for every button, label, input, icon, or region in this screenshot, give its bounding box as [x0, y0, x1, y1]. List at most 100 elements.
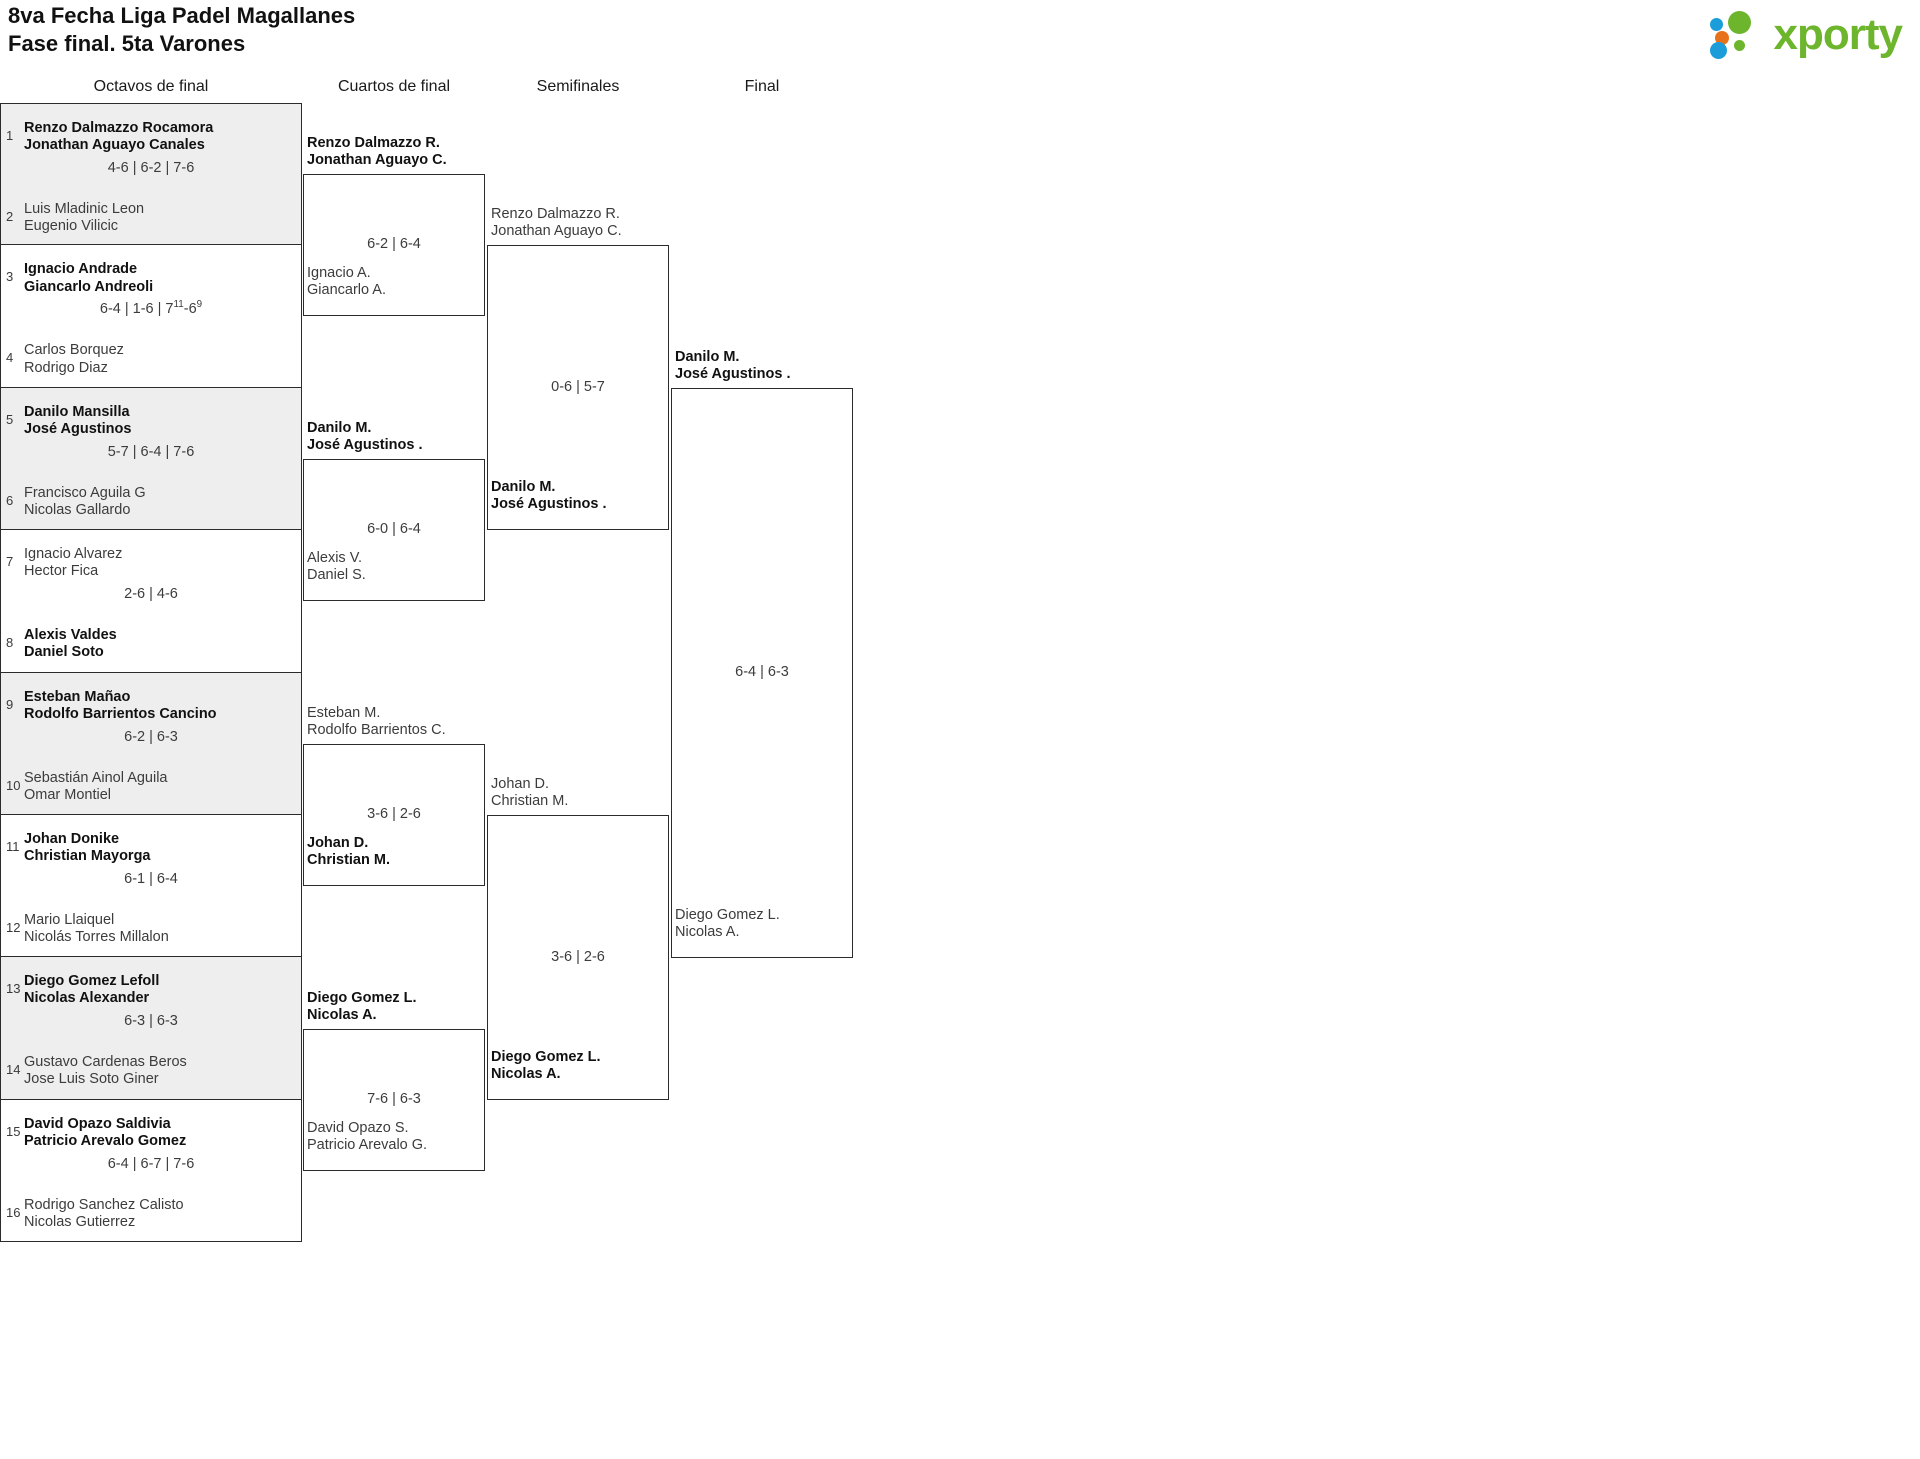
tournament-phase: Fase final. 5ta Varones	[8, 31, 246, 57]
match-score: 3-6 | 2-6	[367, 806, 421, 822]
xporty-logo: xporty	[1709, 6, 1903, 64]
round-header-cuartos: Cuartos de final	[337, 78, 451, 95]
seed-number: 1	[6, 128, 14, 143]
team-top: Danilo M.José Agustinos .	[307, 420, 422, 455]
team-top: Diego Gomez L.Nicolas A.	[307, 990, 417, 1025]
player-name: Hector Fica	[24, 563, 99, 580]
player-name: Danilo M.	[675, 349, 740, 365]
player-name: Nicolas Gutierrez	[24, 1213, 136, 1230]
seed-number: 12	[6, 919, 21, 935]
match-score: 6-4 | 6-7 | 7-6	[107, 1155, 195, 1172]
round2-match-box[interactable]: 3-6 | 2-6	[303, 744, 485, 886]
player-name: Christian M.	[491, 793, 569, 810]
seed-number: 5	[6, 411, 14, 427]
tournament-name: 8va Fecha Liga Padel Magallanes	[8, 3, 356, 28]
player-name: Jose Luis Soto Giner	[24, 1071, 159, 1088]
player-name: Johan D.	[307, 835, 369, 851]
match-score: 6-4 | 6-3	[735, 664, 789, 680]
seed-number: 10	[6, 777, 21, 793]
match-score: 6-2 | 6-4	[367, 236, 421, 252]
player-name: Eugenio Vilicic	[24, 218, 119, 235]
team-top: Renzo Dalmazzo R.Jonathan Aguayo C.	[491, 206, 622, 241]
match-score: 2-6 | 4-6	[124, 586, 178, 603]
team-bottom: David Opazo S.Patricio Arevalo G.	[307, 1120, 427, 1155]
round3-match-box[interactable]: 3-6 | 2-6	[487, 815, 669, 1100]
player-name: Renzo Dalmazzo R.	[491, 206, 620, 222]
player-name: Daniel Soto	[24, 644, 104, 661]
seed-number: 16	[6, 1204, 21, 1220]
team-top: Danilo M.José Agustinos .	[675, 349, 790, 384]
player-name: Diego Gomez L.	[491, 1049, 601, 1065]
player-name: Danilo Mansilla	[24, 403, 130, 420]
player-name: Johan D.	[491, 776, 550, 792]
match-score: 6-0 | 6-4	[367, 521, 421, 537]
player-name: Patricio Arevalo G.	[307, 1137, 428, 1154]
player-name: David Opazo Saldivia	[24, 1115, 171, 1132]
logo-dots-icon	[1709, 9, 1768, 61]
player-name: Daniel S.	[307, 567, 366, 584]
player-name: Sebastián Ainol Aguila	[24, 769, 168, 786]
round2-match-box[interactable]: 7-6 | 6-3	[303, 1029, 485, 1171]
round4-match-box[interactable]: 6-4 | 6-3	[671, 388, 853, 958]
player-name: Alexis V.	[307, 550, 363, 566]
player-name: Jonathan Aguayo Canales	[24, 137, 205, 154]
player-name: Diego Gomez L.	[675, 907, 780, 923]
seed-number: 7	[6, 554, 14, 570]
player-name: Renzo Dalmazzo R.	[307, 135, 440, 151]
round2-match-box[interactable]: 6-0 | 6-4	[303, 459, 485, 601]
team-top: Esteban M.Rodolfo Barrientos C.	[307, 705, 446, 740]
team-bottom: Johan D.Christian M.	[307, 835, 390, 870]
match-score: 5-7 | 6-4 | 7-6	[107, 443, 195, 460]
player-name: Rodolfo Barrientos Cancino	[24, 705, 217, 722]
team-top: Johan D.Christian M.	[491, 776, 568, 811]
round2-match-box[interactable]: 6-2 | 6-4	[303, 174, 485, 316]
player-name: Rodrigo Diaz	[24, 359, 108, 376]
player-name: Francisco Aguila G	[24, 484, 146, 501]
player-name: Danilo M.	[307, 420, 372, 436]
player-name: David Opazo S.	[307, 1120, 409, 1136]
player-name: José Agustinos .	[675, 366, 791, 383]
round3-match-box[interactable]: 0-6 | 5-7	[487, 245, 669, 530]
player-name: Christian Mayorga	[24, 848, 151, 865]
seed-number: 15	[6, 1123, 21, 1139]
player-name: Esteban Mañao	[24, 688, 131, 705]
page-title: 8va Fecha Liga Padel Magallanes Fase fin…	[8, 2, 908, 58]
player-name: Nicolas A.	[307, 1007, 377, 1024]
player-name: Renzo Dalmazzo Rocamora	[24, 120, 214, 136]
seed-number: 14	[6, 1062, 21, 1078]
player-name: Ignacio A.	[307, 265, 371, 281]
player-name: Danilo M.	[491, 479, 556, 495]
player-name: Nicolas Alexander	[24, 990, 150, 1007]
player-name: Patricio Arevalo Gomez	[24, 1132, 187, 1149]
team-bottom: Danilo M.José Agustinos .	[491, 479, 606, 514]
player-name: Mario Llaiquel	[24, 911, 115, 928]
match-score: 3-6 | 2-6	[551, 948, 605, 965]
logo-wordmark: xporty	[1773, 10, 1903, 59]
match-score: 6-4 | 1-6 | 711-69	[99, 299, 203, 318]
player-name: Ignacio Andrade	[24, 261, 138, 278]
player-name: Nicolás Torres Millalon	[24, 929, 169, 946]
player-name: Giancarlo A.	[307, 282, 386, 299]
match-score: 6-1 | 6-4	[124, 870, 178, 887]
